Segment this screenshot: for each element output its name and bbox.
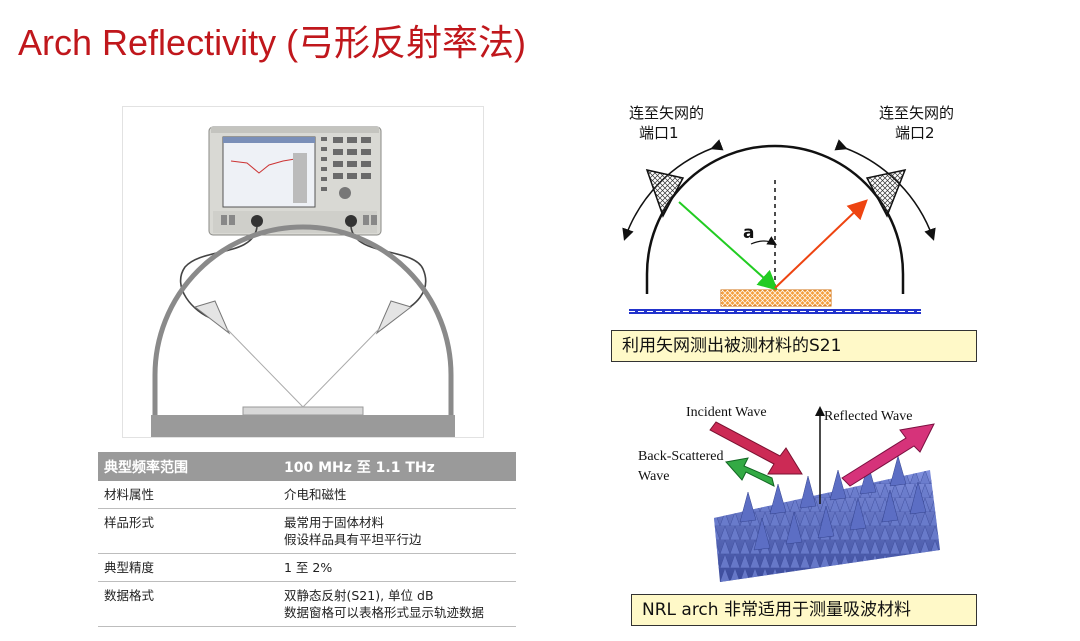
port1-label: 连至矢网的 <box>629 104 704 122</box>
spec-key: 典型精度 <box>98 553 278 582</box>
table-row: 样品形式 最常用于固体材料 假设样品具有平坦平行边 <box>98 508 516 554</box>
port2-label: 连至矢网的 <box>879 104 954 122</box>
horn-antenna-icon <box>645 168 685 218</box>
spec-value-line: 介电和磁性 <box>284 487 347 502</box>
slide-title: Arch Reflectivity (弓形反射率法) <box>18 22 527 63</box>
incident-wave-arrow <box>709 421 803 475</box>
spec-value-line: 最常用于固体材料 <box>284 515 385 530</box>
spec-value-line: 数据窗格可以表格形式显示轨迹数据 <box>284 605 485 620</box>
spec-value-line: 双静态反射(S21), 单位 dB <box>284 588 434 603</box>
incident-wave-label: Incident Wave <box>686 405 767 420</box>
spec-value-line: 1 至 2% <box>284 560 333 575</box>
spec-header-key: 典型频率范围 <box>98 452 278 481</box>
backscatter-label: Wave <box>638 469 670 484</box>
absorber-caption: NRL arch 非常适用于测量吸波材料 <box>631 594 977 626</box>
spec-value-line: 假设样品具有平坦平行边 <box>284 532 422 547</box>
port1-label: 端口1 <box>639 124 679 142</box>
angle-label: a <box>743 223 754 243</box>
reflected-wave-label: Reflected Wave <box>824 409 912 424</box>
spec-value: 1 至 2% <box>278 553 516 582</box>
horn-antenna-icon <box>865 168 907 218</box>
port2-label: 端口2 <box>895 124 935 142</box>
reflected-wave-arrow <box>841 423 935 487</box>
spec-header-row: 典型频率范围 100 MHz 至 1.1 THz <box>98 452 516 481</box>
incident-ray <box>678 201 778 291</box>
table-row: 数据格式 双静态反射(S21), 单位 dB 数据窗格可以表格形式显示轨迹数据 <box>98 581 516 627</box>
table-row: 典型精度 1 至 2% <box>98 553 516 582</box>
spec-value: 最常用于固体材料 假设样品具有平坦平行边 <box>278 508 516 554</box>
network-analyzer-icon <box>208 126 382 236</box>
spec-value: 介电和磁性 <box>278 481 516 509</box>
spec-key: 样品形式 <box>98 508 278 554</box>
spec-key: 材料属性 <box>98 481 278 509</box>
reflected-ray <box>774 199 868 289</box>
vna-arch-photo <box>122 106 484 438</box>
spec-table: 典型频率范围 100 MHz 至 1.1 THz 材料属性 介电和磁性 样品形式… <box>98 452 516 627</box>
absorber-figure: Incident Wave Reflected Wave Back-Scatte… <box>630 400 950 590</box>
table-row: 材料属性 介电和磁性 <box>98 481 516 509</box>
spec-header-value: 100 MHz 至 1.1 THz <box>278 452 516 481</box>
arch-caption: 利用矢网测出被测材料的S21 <box>611 330 977 362</box>
spec-key: 数据格式 <box>98 581 278 627</box>
arch-schematic: 连至矢网的 端口1 连至矢网的 端口2 a <box>585 98 1005 323</box>
spec-value: 双静态反射(S21), 单位 dB 数据窗格可以表格形式显示轨迹数据 <box>278 581 516 627</box>
backscatter-label: Back-Scattered <box>638 449 724 464</box>
backscatter-wave-arrow <box>725 457 775 487</box>
